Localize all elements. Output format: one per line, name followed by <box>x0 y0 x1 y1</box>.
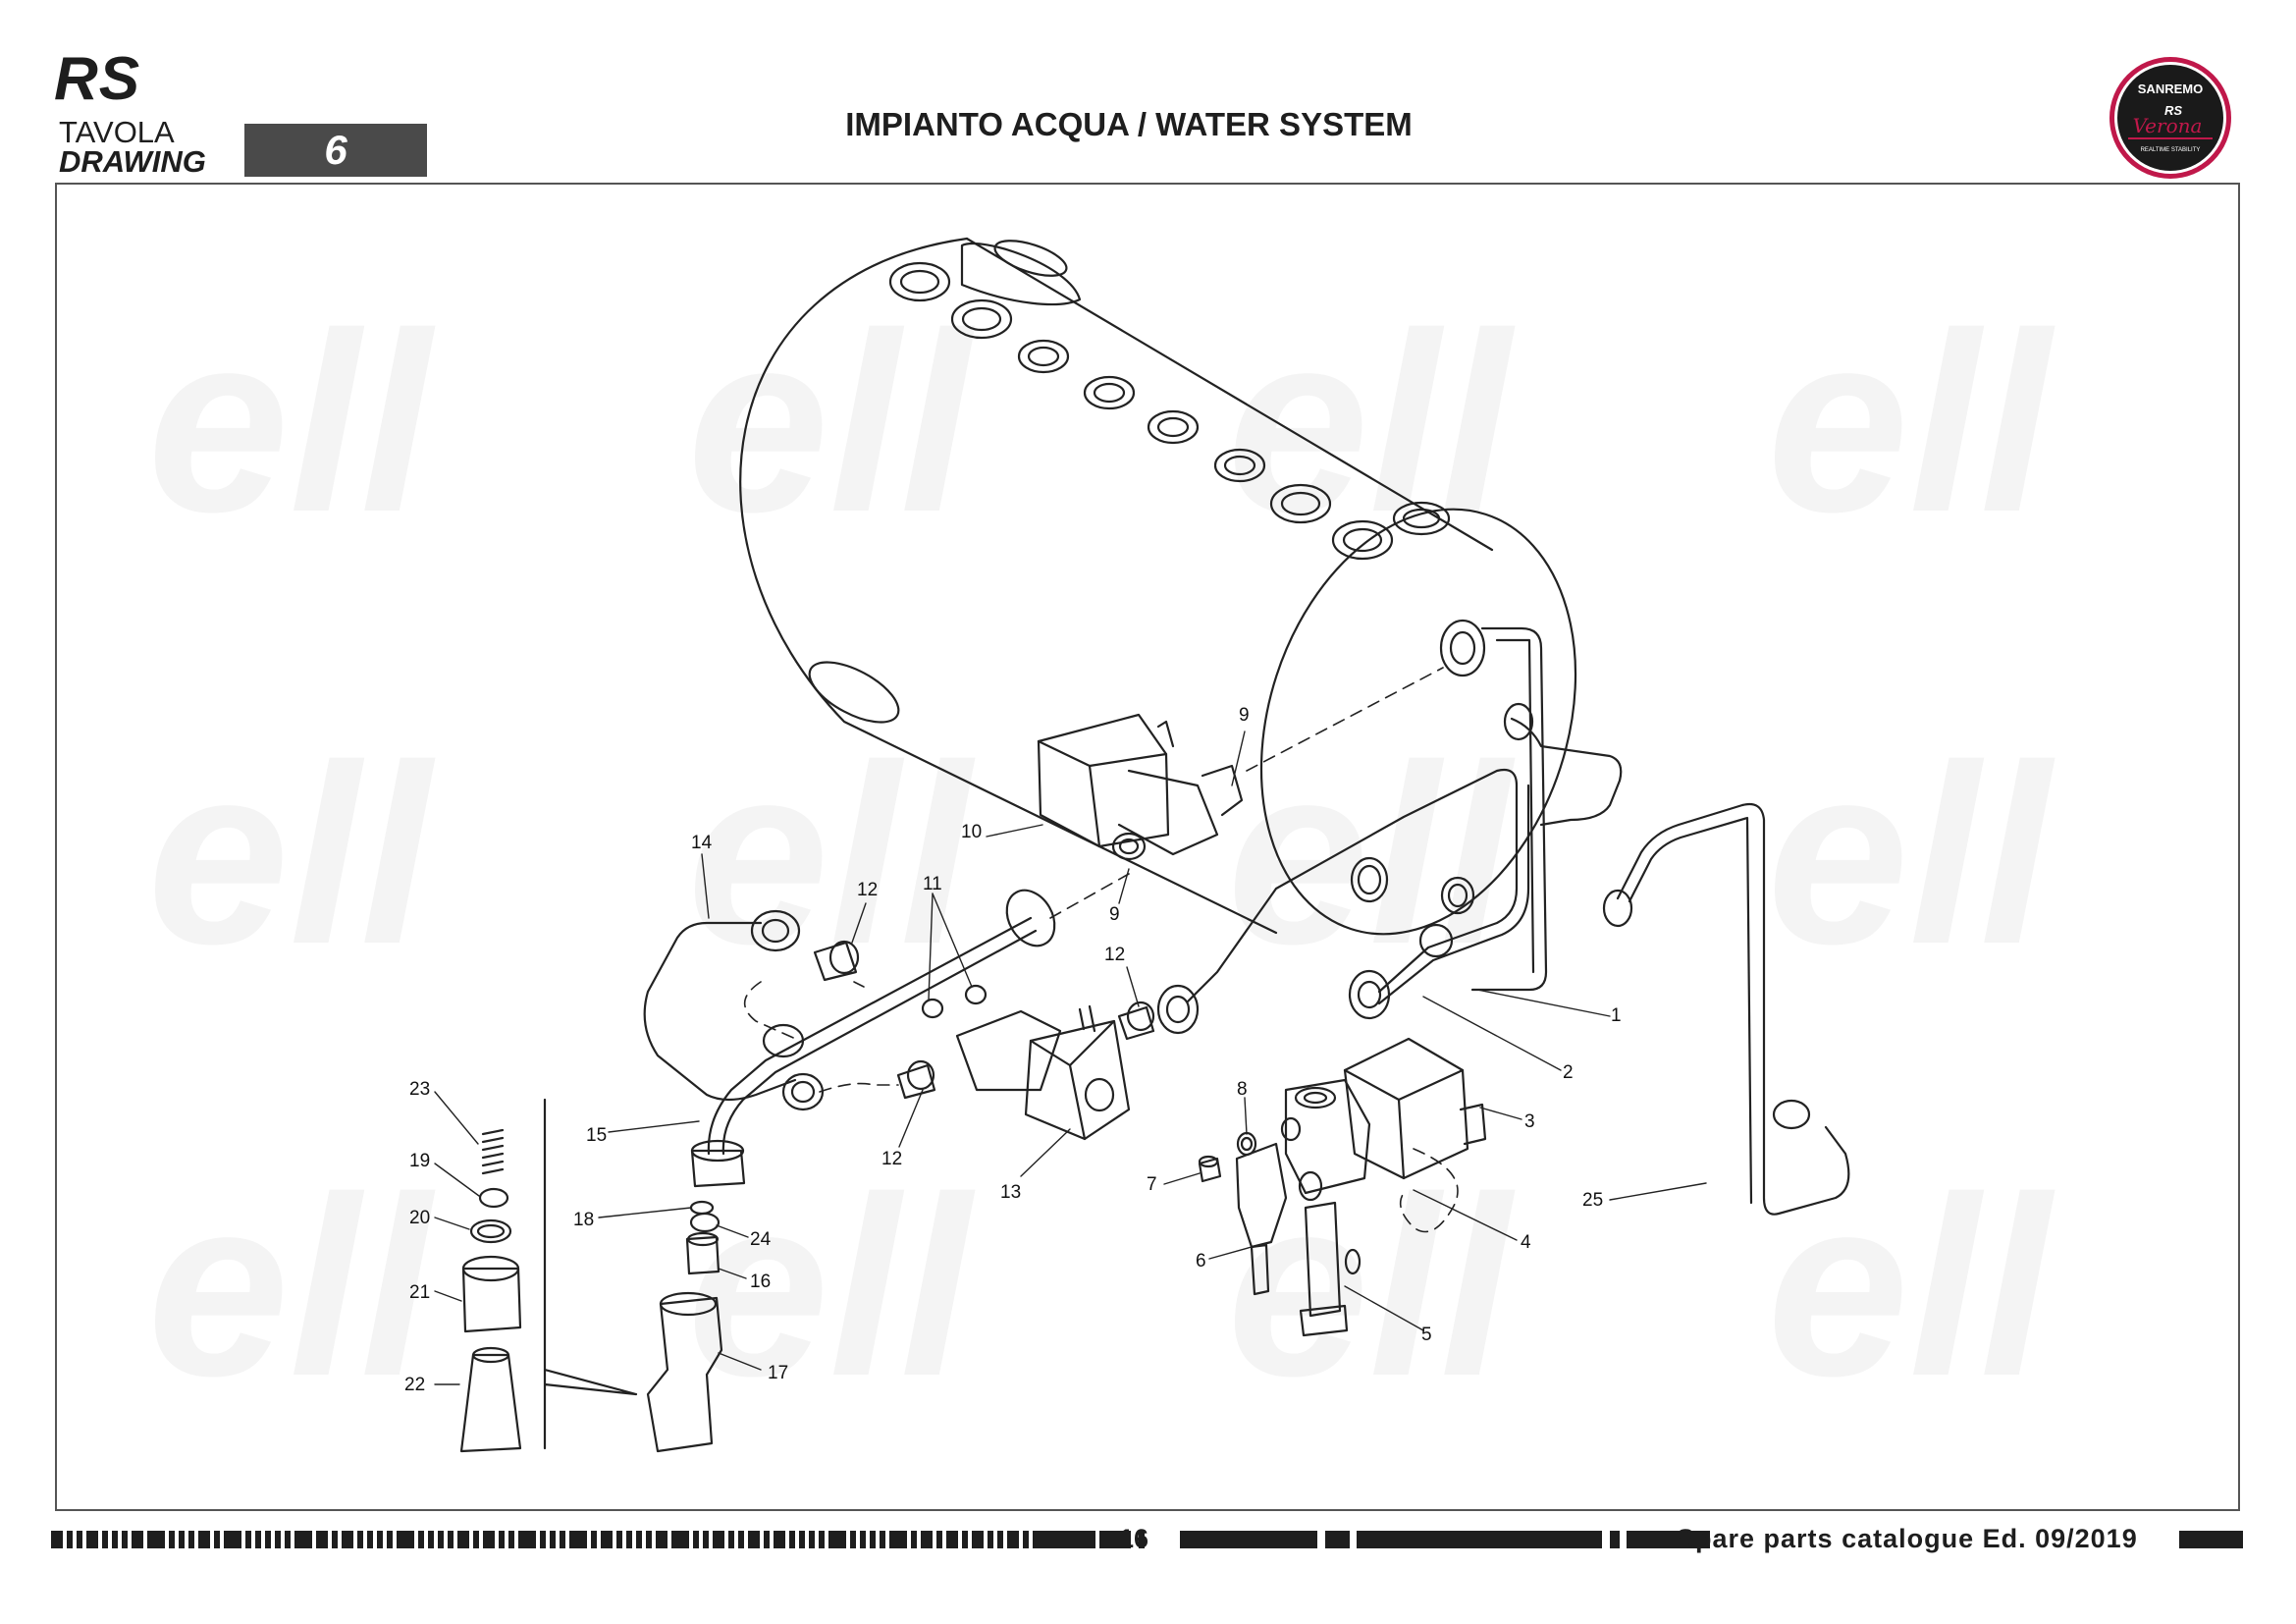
callout-23: 23 <box>409 1079 430 1100</box>
callout-1: 1 <box>1611 1005 1622 1026</box>
callout-2: 2 <box>1563 1062 1574 1083</box>
callout-3: 3 <box>1524 1111 1535 1132</box>
svg-text:ell: ell <box>1227 1145 1516 1430</box>
assembly-lines <box>743 667 1459 1233</box>
leader-lines <box>434 731 1707 1385</box>
ring-20 <box>469 1218 512 1244</box>
footer-bars-left <box>51 1531 1145 1548</box>
logo-model: RS <box>2164 103 2182 118</box>
callout-6: 6 <box>1196 1251 1206 1272</box>
nut-21 <box>461 1255 522 1333</box>
callout-9-upper: 9 <box>1239 705 1250 726</box>
page-title: IMPIANTO ACQUA / WATER SYSTEM <box>845 106 1413 142</box>
callout-12-b: 12 <box>1104 945 1125 965</box>
callout-labels: 1 2 3 4 5 6 7 8 9 9 10 11 12 12 12 13 14… <box>404 705 1622 1395</box>
callout-19: 19 <box>409 1151 430 1171</box>
cone-22 <box>459 1346 522 1453</box>
pipe-15 <box>690 889 1056 1188</box>
svg-text:ell: ell <box>147 281 436 566</box>
svg-text:ell: ell <box>147 1145 436 1430</box>
nut-17 <box>646 1291 723 1453</box>
callout-17: 17 <box>768 1363 788 1383</box>
svg-text:ell: ell <box>147 713 436 998</box>
page-number: 16 <box>1119 1524 1149 1553</box>
sanremo-logo: SANREMO RS Verona REALTIME STABILITY <box>2109 57 2231 179</box>
ring-24 <box>689 1212 721 1233</box>
svg-text:ell: ell <box>1227 713 1516 998</box>
logo-tagline: REALTIME STABILITY <box>2141 147 2201 153</box>
logo-script: Verona <box>2133 114 2203 137</box>
callout-14: 14 <box>691 833 713 853</box>
svg-text:ell: ell <box>687 1145 976 1430</box>
svg-text:ell: ell <box>1767 281 2056 566</box>
expansion-valve-5 <box>1299 1201 1362 1337</box>
callout-4: 4 <box>1521 1232 1531 1253</box>
callout-12-a: 12 <box>857 880 878 900</box>
cap-7 <box>1198 1155 1222 1183</box>
table-number: 6 <box>244 124 427 177</box>
solenoid-valve-13 <box>955 1004 1131 1141</box>
ring-19 <box>478 1187 509 1209</box>
boiler <box>739 237 1577 958</box>
drawing-frame <box>55 183 2240 1511</box>
boiler-ports <box>888 261 1475 958</box>
footer-barcode <box>51 1531 2243 1548</box>
catalogue-edition: Spare parts catalogue Ed. 09/2019 <box>1677 1524 2138 1553</box>
svg-text:ell: ell <box>1767 713 2056 998</box>
pipe-tee <box>1503 702 1623 827</box>
boiler-pipe-2 <box>1156 768 1530 1035</box>
callout-9-lower: 9 <box>1109 904 1120 925</box>
callout-22: 22 <box>404 1375 425 1395</box>
solenoid-valve-10 <box>1037 713 1244 861</box>
svg-text:ell: ell <box>687 281 976 566</box>
model-name: RS <box>54 45 141 113</box>
solenoid-valve-3 <box>1343 1037 1487 1180</box>
callout-7: 7 <box>1147 1174 1157 1195</box>
callout-8: 8 <box>1237 1079 1248 1100</box>
callout-10: 10 <box>961 822 982 842</box>
fitting-6 <box>1235 1142 1288 1296</box>
callout-16: 16 <box>750 1272 771 1292</box>
boiler-pipe-1 <box>1439 619 1548 992</box>
pipe-25 <box>1602 802 1850 1216</box>
logo-brand: SANREMO <box>2138 81 2203 96</box>
callout-12-c: 12 <box>881 1149 902 1169</box>
fitting-12-b <box>896 1059 936 1100</box>
callout-5: 5 <box>1421 1325 1432 1345</box>
callout-25: 25 <box>1582 1190 1603 1211</box>
callout-15: 15 <box>586 1125 607 1146</box>
tavola-label: TAVOLA <box>59 115 175 149</box>
spring-23 <box>481 1128 505 1175</box>
svg-text:ell: ell <box>1227 281 1516 566</box>
callout-24: 24 <box>750 1229 772 1250</box>
detail-bracket <box>543 1098 638 1450</box>
valve-body-4 <box>1280 1078 1371 1202</box>
callout-21: 21 <box>409 1282 430 1303</box>
callout-20: 20 <box>409 1208 430 1228</box>
fitting-12-a <box>813 940 860 982</box>
fitting-16 <box>685 1231 721 1275</box>
svg-text:ell: ell <box>1767 1145 2056 1430</box>
callout-11: 11 <box>923 874 942 894</box>
fittings-11 <box>921 984 988 1019</box>
callout-18: 18 <box>573 1210 594 1230</box>
fitting-12-c <box>1117 1001 1155 1041</box>
drawing-label: DRAWING <box>59 144 206 179</box>
callout-13: 13 <box>1000 1182 1021 1203</box>
